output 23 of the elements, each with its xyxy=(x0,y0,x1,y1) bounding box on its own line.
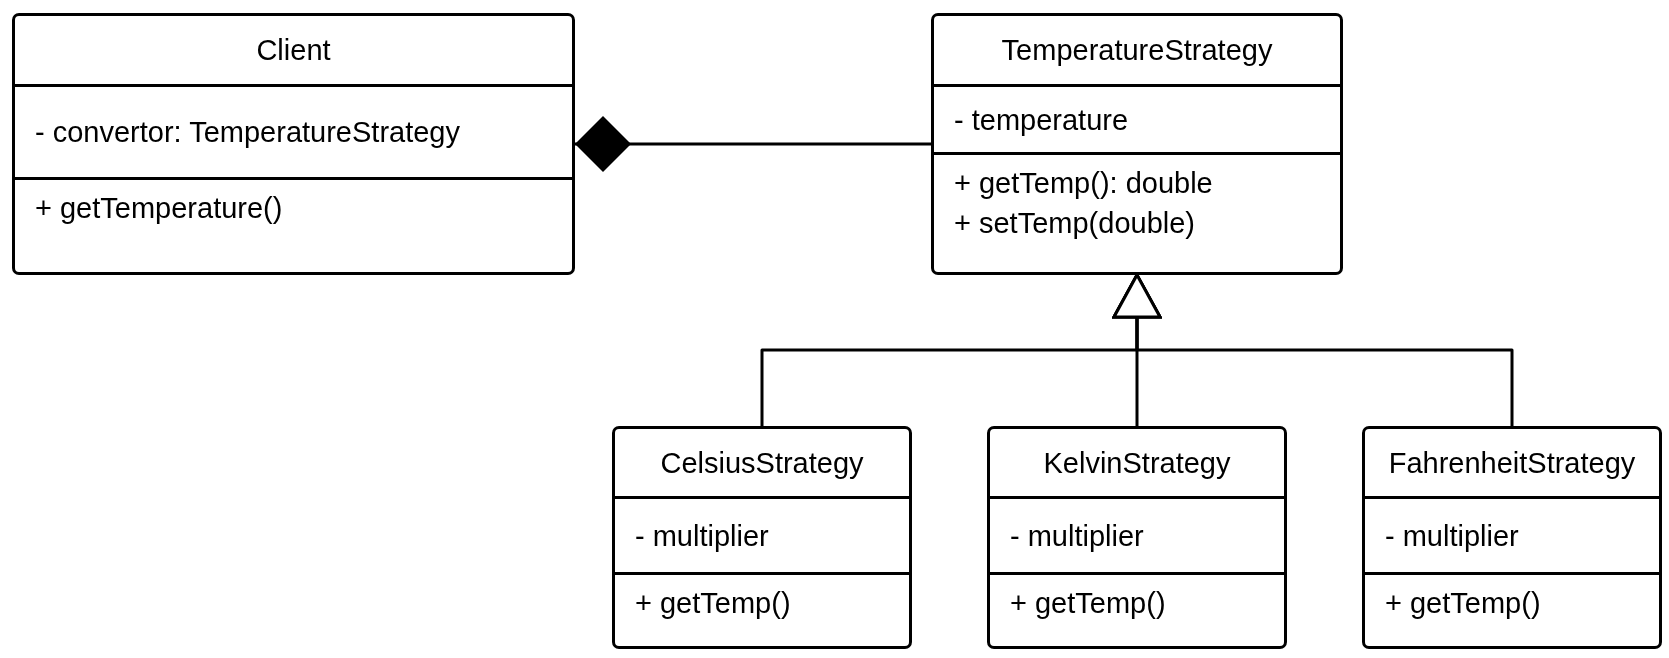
class-name: CelsiusStrategy xyxy=(660,445,864,481)
method-text: + getTemp(): double xyxy=(954,166,1214,201)
class-box xyxy=(612,426,912,649)
attribute-text: - temperature xyxy=(954,102,1130,138)
composition-line xyxy=(575,116,931,172)
attribute-text: - convertor: TemperatureStrategy xyxy=(35,115,461,150)
class-box xyxy=(931,13,1343,275)
method-text: + getTemp() xyxy=(635,586,792,621)
method-text: + setTemp(double) xyxy=(954,206,1196,241)
method-text: + getTemp() xyxy=(1010,586,1167,621)
class-box xyxy=(1362,426,1662,649)
class-name: FahrenheitStrategy xyxy=(1388,445,1636,481)
class-name: Client xyxy=(256,33,331,68)
attribute-text: - multiplier xyxy=(1385,518,1520,554)
class-box xyxy=(12,13,575,275)
class-box xyxy=(987,426,1287,649)
attribute-text: - multiplier xyxy=(1010,518,1145,554)
method-text: + getTemp() xyxy=(1385,586,1542,621)
class-name: TemperatureStrategy xyxy=(1001,33,1273,68)
attribute-text: - multiplier xyxy=(635,518,770,554)
method-text: + getTemperature() xyxy=(35,191,284,226)
class-name: KelvinStrategy xyxy=(1043,445,1231,481)
inheritance-arrow xyxy=(1112,273,1514,426)
